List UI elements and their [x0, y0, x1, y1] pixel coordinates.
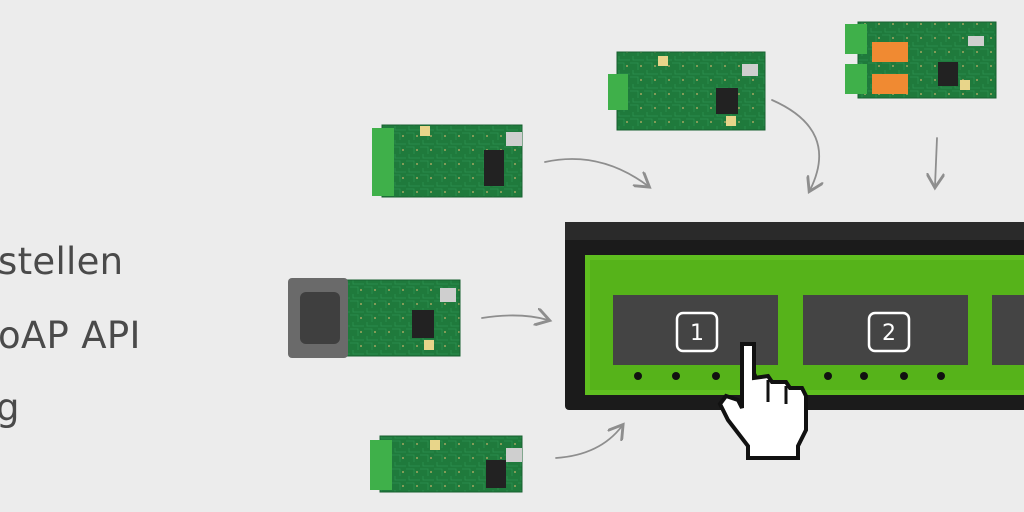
hand-pointer-icon: [717, 342, 808, 460]
device-slot-3[interactable]: [992, 295, 1024, 365]
sensor-module-board: [608, 51, 766, 131]
gateway-device: 1 2: [565, 222, 1024, 410]
feature-line-3: g: [0, 386, 20, 429]
input-module-board: [370, 435, 523, 493]
feature-line-2: oAP API: [0, 314, 141, 357]
device-slot-2[interactable]: 2: [803, 295, 968, 365]
relay-module-board: [845, 21, 997, 99]
slot-number-2: 2: [882, 321, 896, 346]
rs232-module-board: [288, 278, 461, 358]
slot-number-1: 1: [690, 321, 704, 346]
feature-line-1: stellen: [0, 240, 124, 283]
io-module-board: [372, 124, 523, 198]
arrow-icon: [481, 99, 937, 459]
